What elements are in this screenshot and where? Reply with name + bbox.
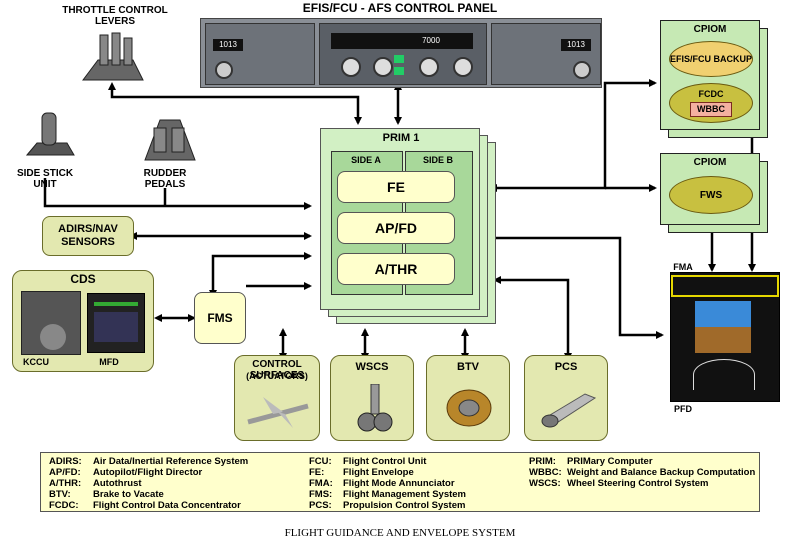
pcs-label: PCS: [554, 361, 578, 373]
legend-item: FMS:Flight Management System: [309, 489, 466, 500]
prim-title: PRIM 1: [382, 132, 420, 144]
attitude-indicator: [695, 301, 751, 327]
panel-title: EFIS/FCU - AFS CONTROL PANEL: [302, 1, 498, 15]
engine-icon: [535, 384, 601, 430]
legend-item: PCS:Propulsion Control System: [309, 500, 466, 511]
cpiom-2-title: CPIOM: [693, 157, 727, 168]
pfd-display: [670, 272, 780, 402]
rudder-pedals-icon: [140, 110, 200, 170]
knob-icon: [419, 57, 439, 77]
legend-item: FCU:Flight Control Unit: [309, 456, 427, 467]
cds-title: CDS: [70, 272, 96, 286]
throttle-label: THROTTLE CONTROL LEVERS: [62, 5, 168, 27]
actuators-label: (ACTUATORS): [246, 371, 308, 381]
cds-box: CDS KCCU MFD: [12, 270, 154, 372]
legend-item: FE:Flight Envelope: [309, 467, 414, 478]
aircraft-icon: [243, 392, 313, 432]
athr-box: A/THR: [337, 253, 455, 285]
legend-item: WBBC:Weight and Balance Backup Computati…: [529, 467, 756, 478]
throttle-levers-icon: [78, 30, 148, 88]
fcu-control-panel: 1013 7000 1013: [200, 18, 602, 88]
legend-item: PRIM:PRIMary Computer: [529, 456, 653, 467]
adirs-label: ADIRS/NAV SENSORS: [58, 223, 118, 248]
left-baro-display: 1013: [213, 39, 243, 51]
side-stick-label: SIDE STICK UNIT: [16, 168, 74, 190]
knob-icon: [215, 61, 233, 79]
knob-icon: [573, 61, 591, 79]
altitude-display: 7000: [422, 36, 440, 45]
cpiom-1-box: CPIOM EFIS/FCU BACKUP FCDC WBBC: [660, 20, 760, 130]
pfd-label: PFD: [674, 404, 692, 414]
fe-box: FE: [337, 171, 455, 203]
legend-box: ADIRS:Air Data/Inertial Reference System…: [40, 452, 760, 512]
legend-item: WSCS:Wheel Steering Control System: [529, 478, 709, 489]
legend-item: AP/FD:Autopilot/Flight Director: [49, 467, 203, 478]
fcdc-label: FCDC: [698, 89, 724, 99]
control-surfaces-box: CONTROL SURFACES (ACTUATORS): [234, 355, 320, 441]
legend-item: FMA:Flight Mode Annunciator: [309, 478, 455, 489]
knob-icon: [373, 57, 393, 77]
wbbc-box: WBBC: [690, 102, 732, 117]
fws-ellipse: FWS: [669, 176, 753, 214]
cpiom-1-title: CPIOM: [693, 24, 727, 35]
adirs-nav-sensors-box: ADIRS/NAV SENSORS: [42, 216, 134, 256]
legend-item: FCDC:Flight Control Data Concentrator: [49, 500, 241, 511]
side-stick-icon: [22, 105, 77, 165]
wscs-label: WSCS: [355, 361, 389, 373]
legend-item: BTV:Brake to Vacate: [49, 489, 164, 500]
brake-icon: [443, 386, 495, 430]
knob-icon: [453, 57, 473, 77]
knob-icon: [341, 57, 361, 77]
mfd-screen-icon: [87, 293, 145, 353]
wscs-box: WSCS: [330, 355, 414, 441]
fma-strip: [671, 275, 779, 297]
btv-label: BTV: [457, 361, 479, 373]
prim-1-box: PRIM 1 SIDE A SIDE B FE AP/FD A/THR: [320, 128, 480, 310]
rudder-pedals-label: RUDDER PEDALS: [143, 168, 187, 190]
kccu-label: KCCU: [23, 357, 49, 367]
fma-label: FMA: [673, 262, 693, 272]
kccu-keyboard-icon: [21, 291, 81, 355]
efis-fcu-backup-ellipse: EFIS/FCU BACKUP: [669, 41, 753, 77]
landing-gear-icon: [355, 384, 395, 434]
pcs-box: PCS: [524, 355, 608, 441]
right-baro-display: 1013: [561, 39, 591, 51]
btv-box: BTV: [426, 355, 510, 441]
apfd-box: AP/FD: [337, 212, 455, 244]
mfd-label: MFD: [99, 357, 119, 367]
control-surfaces-label: CONTROL SURFACES: [249, 359, 305, 381]
cpiom-2-box: CPIOM FWS: [660, 153, 760, 225]
figure-caption: FLIGHT GUIDANCE AND ENVELOPE SYSTEM: [284, 527, 516, 539]
legend-item: A/THR:Autothrust: [49, 478, 142, 489]
side-a-label: SIDE A: [351, 155, 381, 165]
fcdc-ellipse: FCDC WBBC: [669, 83, 753, 123]
legend-item: ADIRS:Air Data/Inertial Reference System: [49, 456, 249, 467]
fms-box: FMS: [194, 292, 246, 344]
fms-label: FMS: [207, 311, 233, 325]
side-b-label: SIDE B: [422, 155, 453, 165]
